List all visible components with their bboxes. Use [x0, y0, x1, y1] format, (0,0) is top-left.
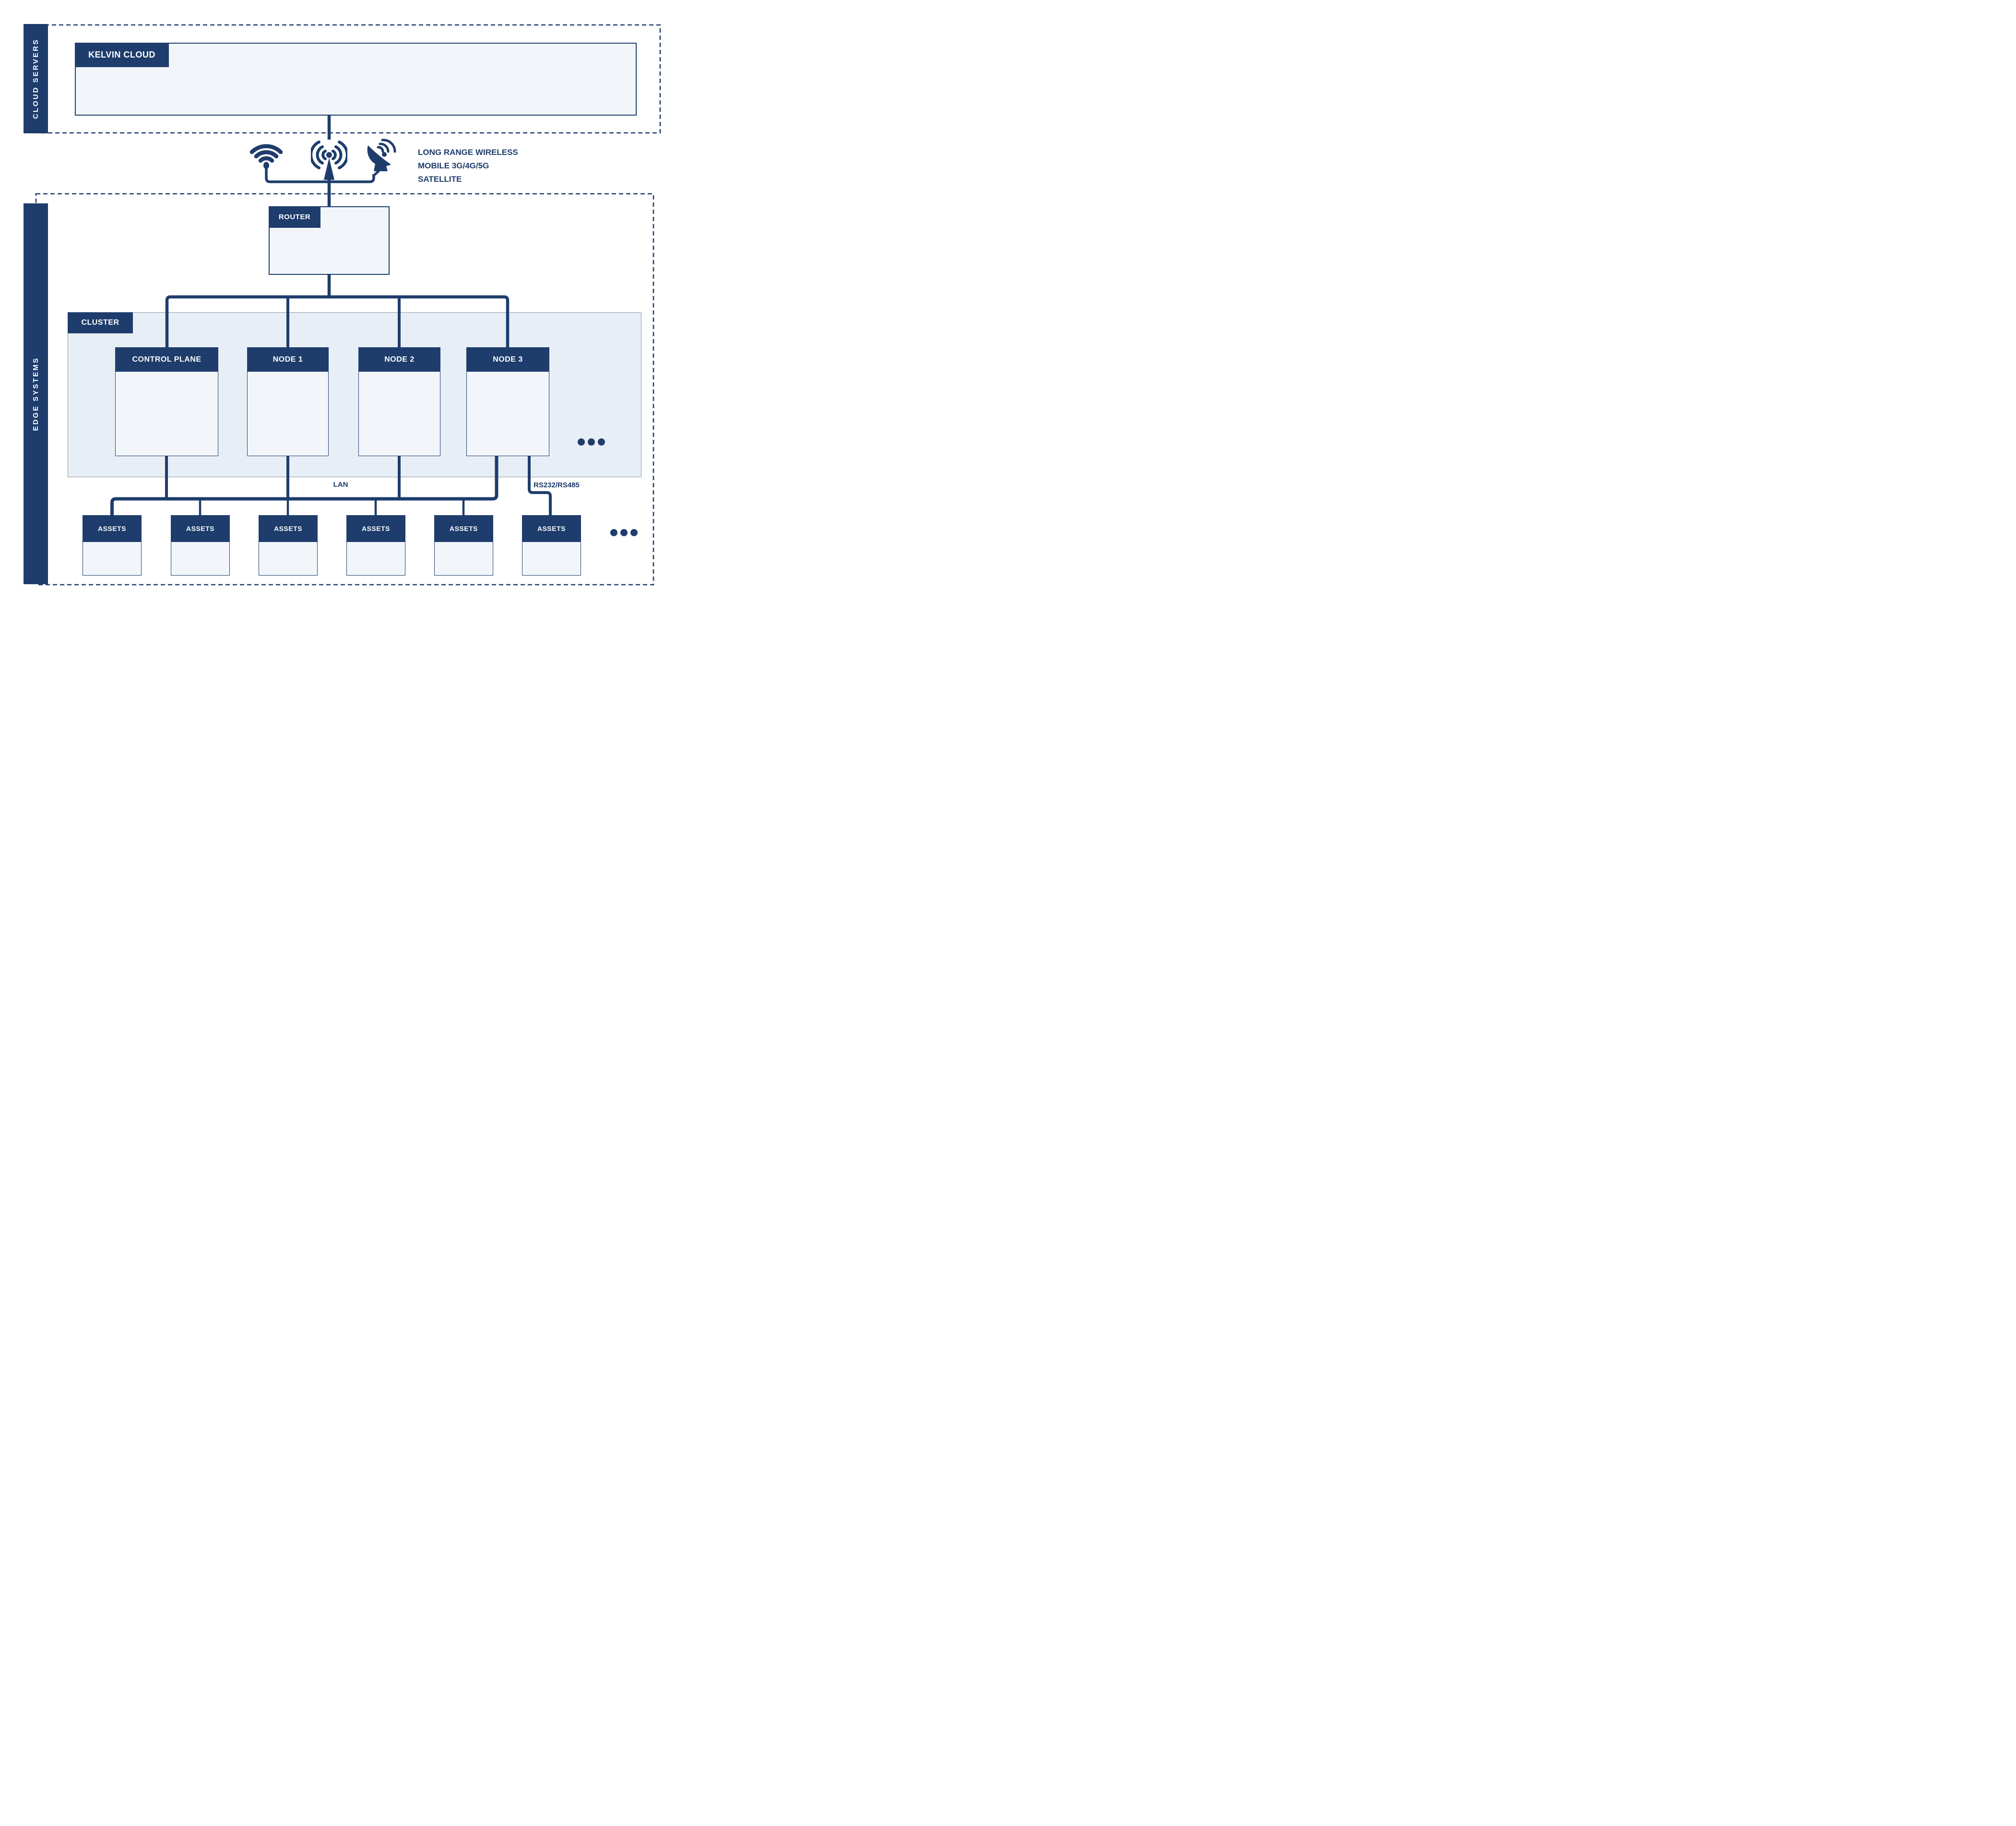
assets-header: ASSETS	[522, 515, 581, 542]
lan-label: LAN	[333, 481, 348, 489]
satellite-dish-icon	[363, 139, 397, 177]
router-label: ROUTER	[278, 213, 311, 221]
router-header: ROUTER	[269, 206, 320, 228]
assets-header: ASSETS	[434, 515, 493, 542]
assets-header: ASSETS	[346, 515, 405, 542]
assets-box-5: ASSETS	[434, 515, 493, 576]
assets-label: ASSETS	[361, 525, 390, 532]
node2-box: NODE 2	[358, 347, 440, 456]
wifi-icon	[246, 139, 286, 170]
node3-header: NODE 3	[466, 347, 549, 372]
node1-header: NODE 1	[247, 347, 329, 372]
node2-header: NODE 2	[358, 347, 440, 372]
assets-box-3: ASSETS	[259, 515, 318, 576]
assets-label: ASSETS	[186, 525, 214, 532]
kelvin-cloud-header: KELVIN CLOUD	[75, 43, 169, 67]
cluster-label: CLUSTER	[81, 318, 119, 327]
ellipsis-dot	[578, 438, 585, 446]
assets-header: ASSETS	[259, 515, 318, 542]
node2-label: NODE 2	[384, 355, 415, 364]
assets-header: ASSETS	[171, 515, 230, 542]
node1-label: NODE 1	[273, 355, 303, 364]
assets-box-4: ASSETS	[346, 515, 405, 576]
ellipsis-dot	[620, 529, 628, 536]
connector-serial-node3-to-asset6	[528, 455, 552, 515]
assets-header: ASSETS	[83, 515, 142, 542]
assets-label: ASSETS	[537, 525, 566, 532]
assets-label: ASSETS	[273, 525, 302, 532]
assets-box-2: ASSETS	[171, 515, 230, 576]
connector-wireless-bracket	[265, 168, 375, 183]
edge-systems-sidebar: EDGE SYSTEMS	[24, 203, 48, 584]
wireless-caption-line-3: SATELLITE	[418, 175, 462, 184]
serial-label: RS232/RS485	[534, 481, 580, 489]
cloud-servers-sidebar: CLOUD SERVERS	[24, 24, 48, 133]
wireless-caption: LONG RANGE WIRELESS MOBILE 3G/4G/5G SATE…	[418, 146, 518, 186]
edge-systems-sidebar-label: EDGE SYSTEMS	[32, 356, 40, 431]
control-plane-box: CONTROL PLANE	[115, 347, 218, 456]
ellipsis-dot	[610, 529, 617, 536]
architecture-diagram: CLOUD SERVERS KELVIN CLOUD	[0, 0, 672, 609]
control-plane-label: CONTROL PLANE	[132, 355, 202, 364]
connector-router-distribution-bar	[165, 295, 510, 349]
wireless-caption-line-1: LONG RANGE WIRELESS	[418, 148, 518, 157]
assets-box-6: ASSETS	[522, 515, 581, 576]
assets-box-1: ASSETS	[83, 515, 142, 576]
assets-label: ASSETS	[449, 525, 478, 532]
node3-box: NODE 3	[466, 347, 549, 456]
control-plane-header: CONTROL PLANE	[115, 347, 218, 372]
cloud-servers-sidebar-label: CLOUD SERVERS	[32, 38, 40, 119]
node1-box: NODE 1	[247, 347, 329, 456]
cluster-more-ellipsis-icon	[578, 438, 605, 446]
kelvin-cloud-box: KELVIN CLOUD	[75, 43, 637, 116]
router-box: ROUTER	[269, 206, 390, 275]
broadcast-antenna-icon	[309, 139, 349, 184]
connector-lan-bus	[110, 455, 498, 515]
ellipsis-dot	[630, 529, 638, 536]
kelvin-cloud-label: KELVIN CLOUD	[88, 50, 155, 59]
cluster-header: CLUSTER	[68, 312, 133, 333]
ellipsis-dot	[588, 438, 595, 446]
ellipsis-dot	[598, 438, 605, 446]
node3-label: NODE 3	[493, 355, 523, 364]
assets-more-ellipsis-icon	[610, 529, 638, 536]
assets-label: ASSETS	[97, 525, 126, 532]
wireless-caption-line-2: MOBILE 3G/4G/5G	[418, 161, 489, 170]
